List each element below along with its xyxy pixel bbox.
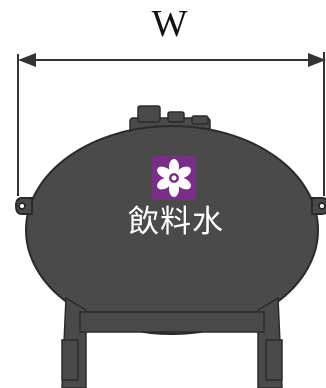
width-dimension-right-arrow (308, 53, 326, 67)
flower-emblem-icon (152, 156, 196, 200)
width-dimension-label: W (151, 3, 189, 45)
tank-lugs (14, 197, 326, 215)
left-foot-bracket (61, 339, 79, 381)
width-dimension (17, 52, 326, 196)
top-fitting-vent (191, 115, 209, 125)
width-dimension-left-arrow (18, 53, 36, 67)
left-lug-hole (18, 202, 26, 210)
tank-body (25, 125, 319, 335)
right-lug-hole (318, 202, 326, 210)
right-foot-bracket (265, 339, 283, 381)
tank-label: 飲料水 (128, 204, 224, 240)
tank-stand (61, 296, 283, 388)
top-fitting-cap (137, 105, 161, 123)
stand-crossbar (79, 311, 265, 333)
top-fitting-valve (167, 111, 185, 123)
